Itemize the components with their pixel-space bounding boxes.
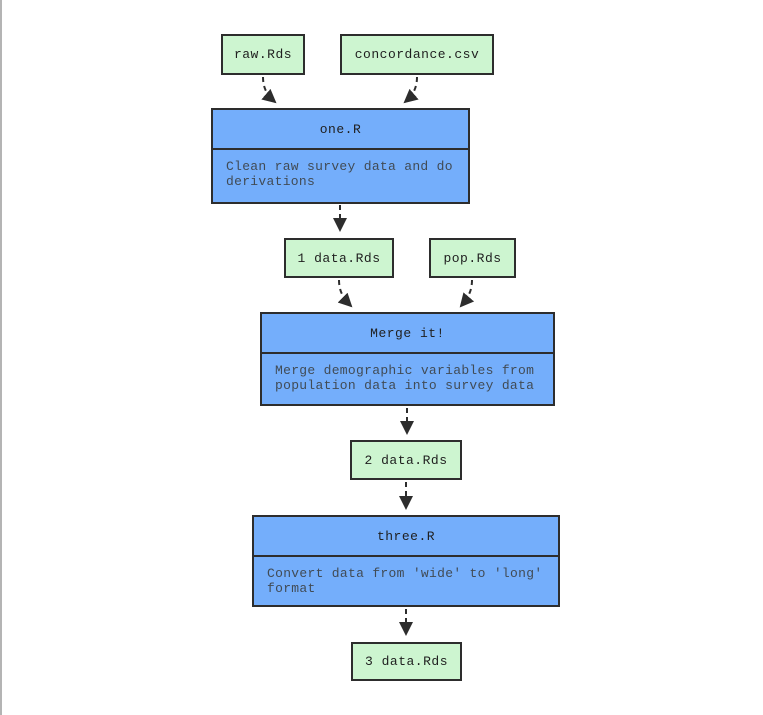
- node-one-r: one.R Clean raw survey data and do deriv…: [211, 108, 470, 204]
- node-3-data-rds: 3 data.Rds: [351, 642, 462, 681]
- node-label: raw.Rds: [233, 47, 293, 62]
- node-label: concordance.csv: [354, 47, 480, 62]
- node-raw-rds: raw.Rds: [221, 34, 305, 75]
- node-1-data-rds: 1 data.Rds: [284, 238, 394, 278]
- node-label: pop.Rds: [443, 250, 502, 266]
- node-label: 3 data.Rds: [364, 654, 448, 669]
- node-pop-rds: pop.Rds: [429, 238, 516, 278]
- edge-concordance-csv-to-one-r-arrow: [403, 76, 419, 104]
- node-label: 1 data.Rds: [297, 250, 381, 266]
- node-concordance-csv: concordance.csv: [340, 34, 494, 75]
- edge-1-data-rds-to-merge-it-arrow: [337, 279, 353, 308]
- edge-raw-rds-to-one-r-arrow: [261, 76, 277, 104]
- script-title: Merge it!: [262, 314, 553, 354]
- node-three-r: three.R Convert data from 'wide' to 'lon…: [252, 515, 560, 607]
- script-description: Convert data from 'wide' to 'long' forma…: [267, 566, 543, 597]
- node-merge-it: Merge it! Merge demographic variables fr…: [260, 312, 555, 406]
- edge-pop-rds-to-merge-it-arrow: [459, 279, 475, 308]
- script-title: one.R: [213, 110, 468, 150]
- script-description: Clean raw survey data and do derivations: [226, 159, 453, 190]
- node-2-data-rds: 2 data.Rds: [350, 440, 462, 480]
- script-title: three.R: [254, 517, 558, 557]
- node-label: 2 data.Rds: [364, 452, 448, 468]
- script-description: Merge demographic variables from populat…: [275, 363, 535, 394]
